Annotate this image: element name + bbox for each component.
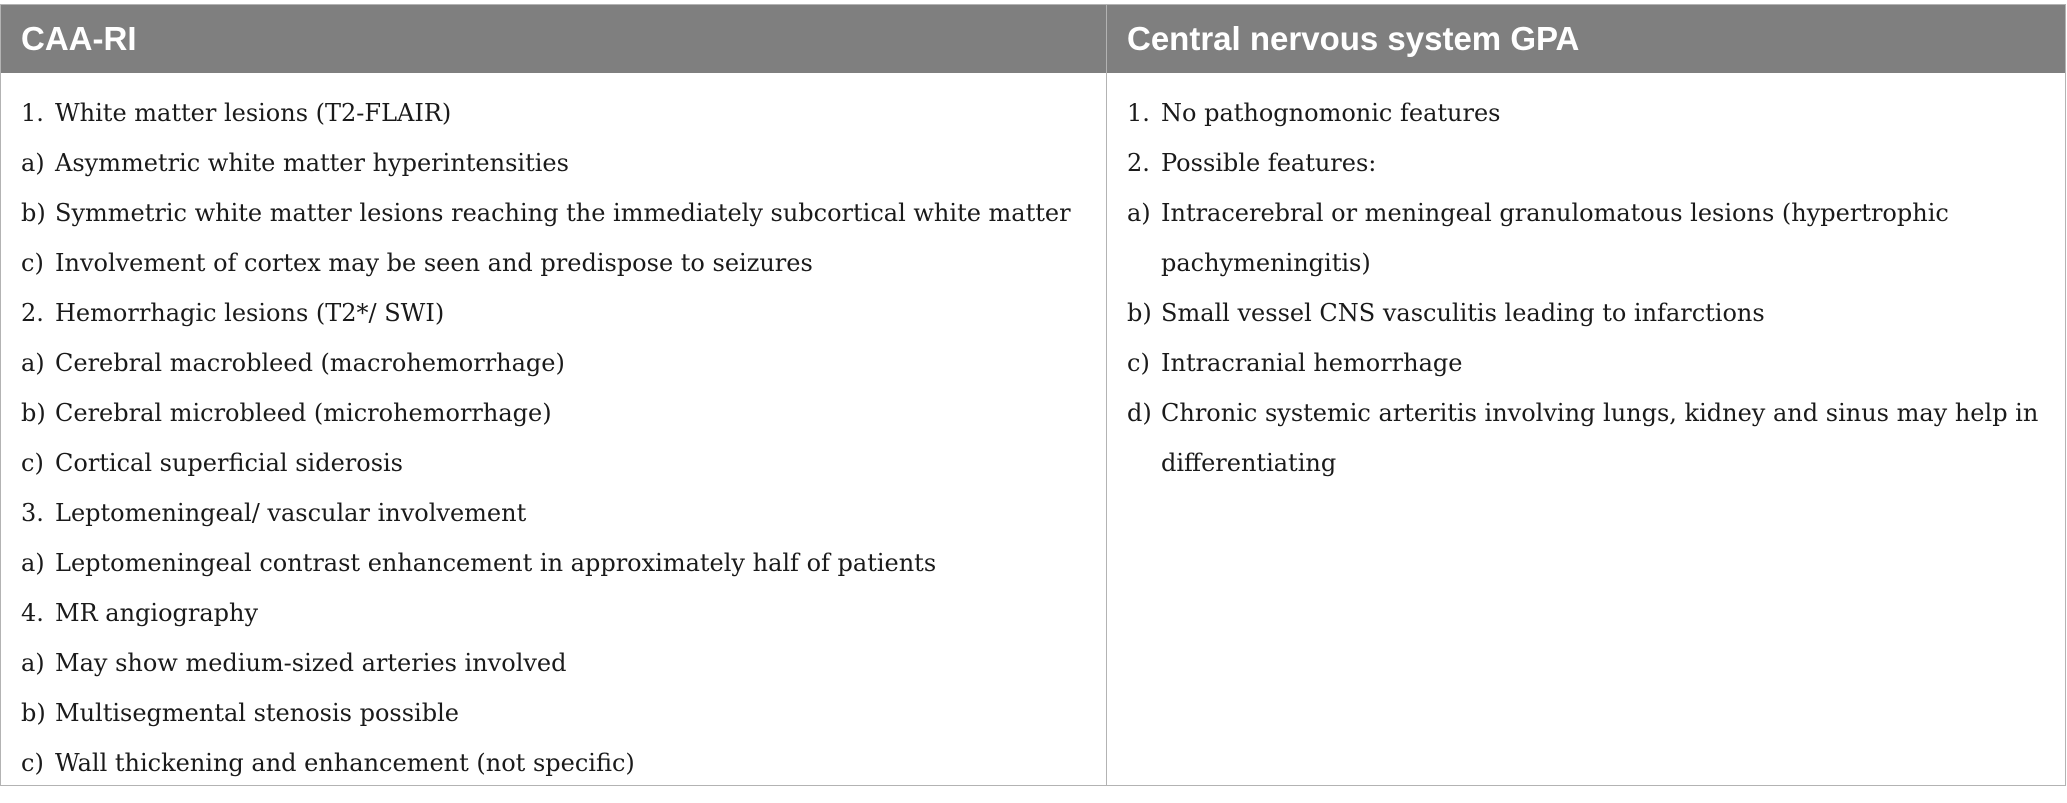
list-item-text: Cerebral microbleed (microhemorrhage)	[55, 388, 552, 438]
list-item-marker: d)	[1127, 399, 1152, 427]
list-item-marker: a)	[21, 149, 45, 177]
list-item-line: Possible features:	[1161, 149, 1377, 177]
list-item: b) Cerebral microbleed (microhemorrhage)	[1, 388, 1106, 438]
list-item-marker: a)	[21, 649, 45, 677]
column-caa-ri: CAA-RI 1. White matter lesions (T2-FLAIR)…	[1, 5, 1107, 785]
list-item: b) Small vessel CNS vasculitis leading to…	[1107, 288, 2065, 338]
list-item-marker: c)	[21, 449, 44, 477]
list-item-line: Intracranial hemorrhage	[1161, 349, 1463, 377]
list-item: b) Multisegmental stenosis possible	[1, 688, 1106, 738]
list-item-marker: b)	[21, 199, 46, 227]
list-item-marker: a)	[21, 549, 45, 577]
list-item-line: Asymmetric white matter hyperintensities	[55, 149, 569, 177]
list-item-marker: 4.	[21, 599, 44, 627]
list-item: 2. Possible features:	[1107, 138, 2065, 188]
list-item: 1. White matter lesions (T2-FLAIR)	[1, 88, 1106, 138]
list-item-text: Chronic systemic arteritis involving lun…	[1161, 388, 2038, 488]
list-item-marker: 3.	[21, 499, 44, 527]
list-item-marker: a)	[1127, 199, 1151, 227]
list-item-line: Hemorrhagic lesions (T2*/ SWI)	[55, 299, 445, 327]
list-item-marker: b)	[21, 699, 46, 727]
list-item-line: Chronic systemic arteritis involving lun…	[1161, 399, 2039, 427]
list-item-text: Symmetric white matter lesions reaching …	[55, 188, 1071, 238]
list-item-marker: c)	[1127, 349, 1150, 377]
list-item-text: Possible features:	[1161, 138, 1376, 188]
list-item-line: Cortical superficial siderosis	[55, 449, 403, 477]
list-item: a) Intracerebral or meningeal granulomato…	[1107, 188, 2065, 288]
list-item: a) May show medium-sized arteries involve…	[1, 638, 1106, 688]
list-item-line: Leptomeningeal/ vascular involvement	[55, 499, 527, 527]
list-item-line: Symmetric white matter lesions reaching …	[55, 199, 1071, 227]
list-item-line: Intracerebral or meningeal granulomatous…	[1161, 199, 1949, 227]
list-item-line: differentiating	[1161, 449, 1337, 477]
list-item-marker: 1.	[1127, 99, 1150, 127]
list-item-marker: 2.	[1127, 149, 1150, 177]
list-item-marker: c)	[21, 249, 44, 277]
list-item: a) Leptomeningeal contrast enhancement in…	[1, 538, 1106, 588]
list-item-line: MR angiography	[55, 599, 259, 627]
feature-list-cns-gpa: 1. No pathognomonic features 2. Possible fe…	[1107, 73, 2065, 488]
list-item: 3. Leptomeningeal/ vascular involvement	[1, 488, 1106, 538]
column-header-cns-gpa: Central nervous system GPA	[1107, 5, 2065, 73]
list-item-text: Cortical superficial siderosis	[55, 438, 403, 488]
list-item: a) Cerebral macrobleed (macrohemorrhage)	[1, 338, 1106, 388]
comparison-table: CAA-RI 1. White matter lesions (T2-FLAIR)…	[0, 4, 2066, 786]
list-item-line: May show medium-sized arteries involved	[55, 649, 567, 677]
list-item: c) Intracranial hemorrhage	[1107, 338, 2065, 388]
list-item-text: Cerebral macrobleed (macrohemorrhage)	[55, 338, 565, 388]
list-item-line: Cerebral macrobleed (macrohemorrhage)	[55, 349, 565, 377]
list-item-text: No pathognomonic features	[1161, 88, 1500, 138]
list-item: c) Involvement of cortex may be seen and …	[1, 238, 1106, 288]
list-item-text: Small vessel CNS vasculitis leading to i…	[1161, 288, 1765, 338]
column-header-caa-ri: CAA-RI	[1, 5, 1106, 73]
list-item: 2. Hemorrhagic lesions (T2*/ SWI)	[1, 288, 1106, 338]
list-item-text: White matter lesions (T2-FLAIR)	[55, 88, 451, 138]
list-item-marker: 2.	[21, 299, 44, 327]
list-item-text: Wall thickening and enhancement (not spe…	[55, 738, 635, 788]
list-item-text: Intracerebral or meningeal granulomatous…	[1161, 188, 1949, 288]
list-item-text: Multisegmental stenosis possible	[55, 688, 459, 738]
list-item-text: Leptomeningeal contrast enhancement in a…	[55, 538, 936, 588]
list-item: c) Wall thickening and enhancement (not s…	[1, 738, 1106, 788]
list-item-line: Wall thickening and enhancement (not spe…	[55, 749, 635, 777]
list-item-line: Leptomeningeal contrast enhancement in a…	[55, 549, 937, 577]
list-item-text: MR angiography	[55, 588, 258, 638]
list-item: 4. MR angiography	[1, 588, 1106, 638]
list-item-line: pachymeningitis)	[1161, 249, 1371, 277]
feature-list-caa-ri: 1. White matter lesions (T2-FLAIR) a) Asymm…	[1, 73, 1106, 788]
list-item-text: May show medium-sized arteries involved	[55, 638, 567, 688]
list-item: a) Asymmetric white matter hyperintensiti…	[1, 138, 1106, 188]
list-item-marker: a)	[21, 349, 45, 377]
list-item-line: Cerebral microbleed (microhemorrhage)	[55, 399, 552, 427]
list-item-marker: b)	[1127, 299, 1152, 327]
list-item: d) Chronic systemic arteritis involving l…	[1107, 388, 2065, 488]
list-item-text: Asymmetric white matter hyperintensities	[55, 138, 569, 188]
list-item-line: Small vessel CNS vasculitis leading to i…	[1161, 299, 1765, 327]
column-cns-gpa: Central nervous system GPA 1. No pathogno…	[1107, 5, 2065, 785]
list-item-text: Hemorrhagic lesions (T2*/ SWI)	[55, 288, 444, 338]
list-item-line: Multisegmental stenosis possible	[55, 699, 459, 727]
list-item-line: White matter lesions (T2-FLAIR)	[55, 99, 452, 127]
list-item-text: Leptomeningeal/ vascular involvement	[55, 488, 526, 538]
list-item-marker: 1.	[21, 99, 44, 127]
list-item-line: Involvement of cortex may be seen and pr…	[55, 249, 813, 277]
list-item-text: Intracranial hemorrhage	[1161, 338, 1462, 388]
list-item-marker: c)	[21, 749, 44, 777]
list-item: c) Cortical superficial siderosis	[1, 438, 1106, 488]
list-item-line: No pathognomonic features	[1161, 99, 1501, 127]
list-item-text: Involvement of cortex may be seen and pr…	[55, 238, 813, 288]
list-item: 1. No pathognomonic features	[1107, 88, 2065, 138]
list-item-marker: b)	[21, 399, 46, 427]
list-item: b) Symmetric white matter lesions reachin…	[1, 188, 1106, 238]
